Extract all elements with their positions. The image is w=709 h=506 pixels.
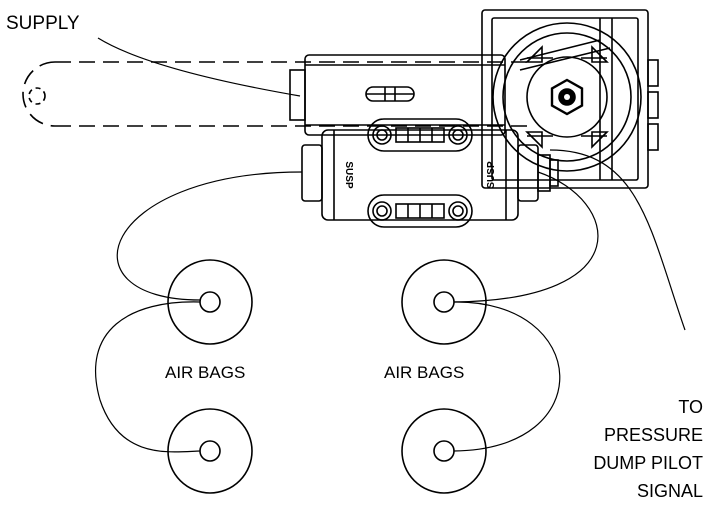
pressure-dump-pilot-line <box>549 149 686 331</box>
pilot-label-line-1: TO <box>678 397 703 417</box>
supply-label: SUPPLY <box>6 13 80 34</box>
lower-valve-body <box>301 129 559 221</box>
port-label-left: SUSP <box>343 161 354 189</box>
left-crossover-hose <box>95 301 201 453</box>
supply-line <box>97 37 301 97</box>
hex-nut <box>550 78 584 116</box>
lever-arm <box>22 61 530 127</box>
top-clamp-plate <box>367 118 473 152</box>
air-bag-bottom-left <box>167 408 253 494</box>
pilot-label-line-4: SIGNAL <box>636 481 703 501</box>
pilot-label-line-2: PRESSURE <box>603 425 703 445</box>
upper-valve-body <box>289 54 506 136</box>
air-bags-left-label: AIR BAGS <box>165 363 246 382</box>
pilot-label-line-3: DUMP PILOT <box>593 453 703 473</box>
right-crossover-hose <box>453 301 561 452</box>
rotary-actuator <box>492 22 642 172</box>
air-bag-bottom-right <box>401 408 487 494</box>
bottom-clamp-plate <box>367 194 473 228</box>
port-label-right: SUSP <box>486 161 497 189</box>
air-bags-right-label: AIR BAGS <box>384 363 465 382</box>
left-susp-hose <box>116 171 303 301</box>
right-susp-hose <box>453 171 599 303</box>
lever-pivot-hole <box>28 87 46 105</box>
mounting-bracket <box>481 9 659 189</box>
pressure-dump-pilot-label: TO PRESSURE DUMP PILOT SIGNAL <box>593 393 703 505</box>
